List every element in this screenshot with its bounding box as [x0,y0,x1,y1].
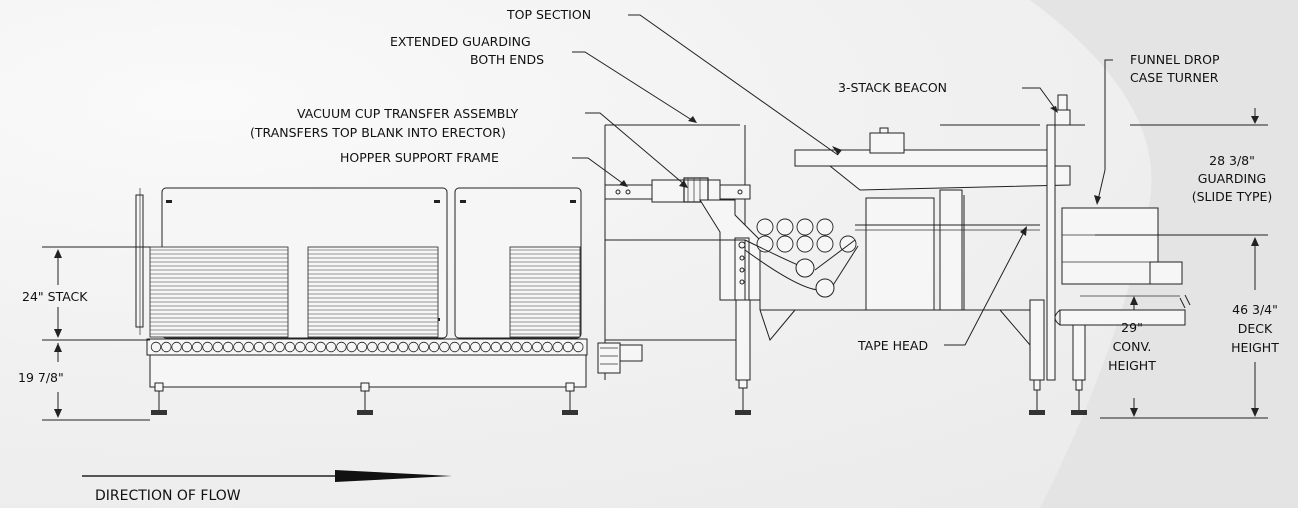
roller [408,341,419,353]
roller [552,341,563,353]
roller [202,341,213,353]
roller [796,218,814,236]
roller [459,341,471,353]
erector-leg [735,299,751,381]
roller [480,341,491,353]
label-direction-of-flow: DIRECTION OF FLOW [95,488,241,504]
roller [253,341,265,353]
roller [387,341,399,353]
roller [150,341,162,353]
roller [428,341,440,353]
label-24-stack: 24" STACK [22,289,88,304]
roller [212,341,224,353]
label-tape-head: TAPE HEAD [857,338,928,353]
roller [222,341,234,353]
label-deck-height: HEIGHT [1231,340,1279,355]
taper-rollers-upper [756,218,834,236]
roller [367,341,378,353]
roller [418,341,430,353]
roller [274,341,285,353]
direction-of-flow-arrow [82,470,452,482]
roller [305,341,316,353]
louver-block [149,246,289,338]
label-beacon: 3-STACK BEACON [838,80,947,95]
roller [356,341,368,353]
roller [796,235,814,253]
dimension-lines [42,108,1268,421]
roller [776,235,794,253]
taper-section [744,94,1087,415]
label-19-7-8: 19 7/8" [18,370,64,385]
roller [191,341,203,353]
label-deck-dim: 46 3/4" [1232,302,1278,317]
label-guarding: GUARDING [1198,171,1266,186]
hopper-rollers [150,341,584,353]
background-watermark [1030,0,1298,508]
funnel-drop-case-turner [1061,207,1159,285]
roller [346,341,357,353]
roller [776,218,794,236]
roller [521,341,533,353]
roller [531,341,543,353]
roller [562,341,574,353]
roller [243,341,254,353]
roller [490,341,502,353]
hopper-base-frame [149,354,587,388]
roller [501,341,512,353]
label-vacuum-cup-1: VACUUM CUP TRANSFER ASSEMBLY [297,106,519,121]
label-conv-height: HEIGHT [1108,358,1156,373]
hopper-louvers [149,246,581,338]
label-top-section: TOP SECTION [506,7,591,22]
label-deck: DECK [1238,321,1273,336]
beacon-post [1046,124,1056,381]
roller [325,341,337,353]
hopper-section [135,187,588,415]
label-vacuum-cup-2: (TRANSFERS TOP BLANK INTO ERECTOR) [250,125,506,140]
roller [439,341,450,353]
label-slide-type: (SLIDE TYPE) [1192,189,1273,204]
roller [161,341,172,353]
left-guard-bracket [135,194,144,328]
label-case-turner: CASE TURNER [1130,70,1219,85]
label-funnel-drop: FUNNEL DROP [1130,52,1220,67]
roller [756,218,774,236]
louver-block [307,246,439,338]
roller [398,341,409,353]
erector-motor [597,342,621,374]
louver-block [509,246,581,338]
label-hopper-support-frame: HOPPER SUPPORT FRAME [340,150,499,165]
tape-head-housing [865,197,935,311]
label-extended-guarding-2: BOTH ENDS [470,52,544,67]
top-section-box [869,132,905,154]
label-conv: CONV. [1113,339,1152,354]
roller [470,341,481,353]
vacuum-cup-assembly [651,179,721,203]
roller [295,341,306,353]
erector-section [597,124,761,415]
roller [573,341,584,353]
outfeed-conveyor [1059,309,1186,326]
leader-lines [572,14,1113,346]
taper-rollers-lower [756,235,857,253]
roller [264,341,275,353]
roller [171,341,182,353]
label-extended-guarding-1: EXTENDED GUARDING [390,34,531,49]
roller [233,341,244,353]
roller [377,341,388,353]
roller [449,341,460,353]
hopper-feet [151,382,578,415]
roller [181,341,193,353]
roller [511,341,522,353]
roller [336,341,347,353]
label-conv-dim: 29" [1121,320,1143,335]
roller [816,218,834,236]
roller [315,341,327,353]
roller [542,341,553,353]
case-turner-section [1054,207,1191,326]
label-guarding-dim: 28 3/8" [1209,153,1255,168]
roller [816,235,834,253]
roller [284,341,296,353]
